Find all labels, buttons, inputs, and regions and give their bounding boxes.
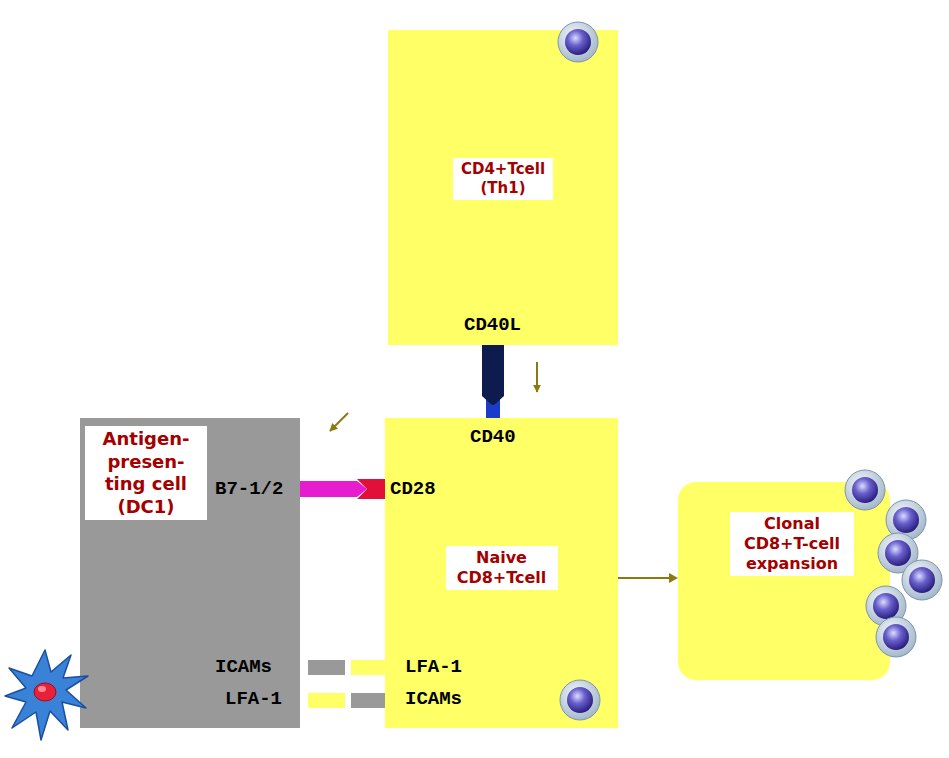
cell-icon [558, 22, 598, 62]
cell-membrane [902, 560, 942, 600]
dendritic-cell-body [5, 650, 88, 740]
cell-nucleus [883, 624, 909, 650]
nucleus-highlight [38, 686, 46, 692]
dendritic-cell [5, 650, 88, 740]
cell-nucleus [893, 507, 919, 533]
helper-t-cell-box: CD4+Tcell (Th1) CD40L [388, 30, 618, 345]
cell-icon [845, 470, 885, 510]
molecule-label: CD40 [470, 426, 516, 449]
molecule-label: ICAMs [215, 656, 272, 679]
dendritic-cell-nucleus [34, 683, 56, 701]
antigen-presenting-cell-box: Antigen- presen- ting cell (DC1) B7-1/2IC… [80, 418, 300, 728]
cell-icon [560, 680, 600, 720]
cell-membrane [845, 470, 885, 510]
arrowhead [357, 481, 367, 497]
molecule-label: LFA-1 [405, 656, 462, 679]
molecule-label: CD40L [464, 314, 521, 337]
cell-nucleus [567, 687, 593, 713]
expansion-arrow [618, 573, 678, 583]
cell-nucleus [565, 29, 591, 55]
molecule-label: ICAMs [405, 688, 462, 711]
cell-label: CD4+Tcell (Th1) [453, 158, 553, 200]
clonal-expansion-box: Clonal CD8+T-cell expansion [678, 482, 890, 680]
cell-label: Antigen- presen- ting cell (DC1) [85, 426, 207, 520]
cell-icon [876, 617, 916, 657]
cell-nucleus [909, 567, 935, 593]
arrowhead [669, 573, 678, 583]
cell-membrane [876, 617, 916, 657]
cell-nucleus [852, 477, 878, 503]
costimulation-arrow [300, 479, 385, 499]
icam-bar [351, 693, 385, 708]
cell-nucleus [885, 540, 911, 566]
cell-membrane [560, 680, 600, 720]
cell-membrane [558, 22, 598, 62]
icam-bar [308, 660, 345, 675]
signal-arrow [330, 413, 348, 431]
connector-shaft [482, 345, 504, 396]
cell-icons [558, 22, 942, 720]
arrowhead [482, 396, 504, 406]
connector-shaft [300, 481, 357, 497]
connector-shaft [618, 577, 669, 579]
cell-nucleus [873, 593, 899, 619]
molecule-label: B7-1/2 [215, 478, 283, 501]
cell-label: Naive CD8+Tcell [446, 546, 558, 590]
cell-label: Clonal CD8+T-cell expansion [730, 512, 854, 576]
molecule-label: CD28 [390, 478, 436, 501]
lfa1-bar [308, 693, 345, 708]
signal-arrow [536, 362, 538, 392]
lfa1-bar [351, 660, 385, 675]
receptor-shape [357, 479, 385, 499]
ligand-receptor-arrow [482, 345, 504, 418]
molecule-label: LFA-1 [225, 688, 282, 711]
cell-icon [902, 560, 942, 600]
